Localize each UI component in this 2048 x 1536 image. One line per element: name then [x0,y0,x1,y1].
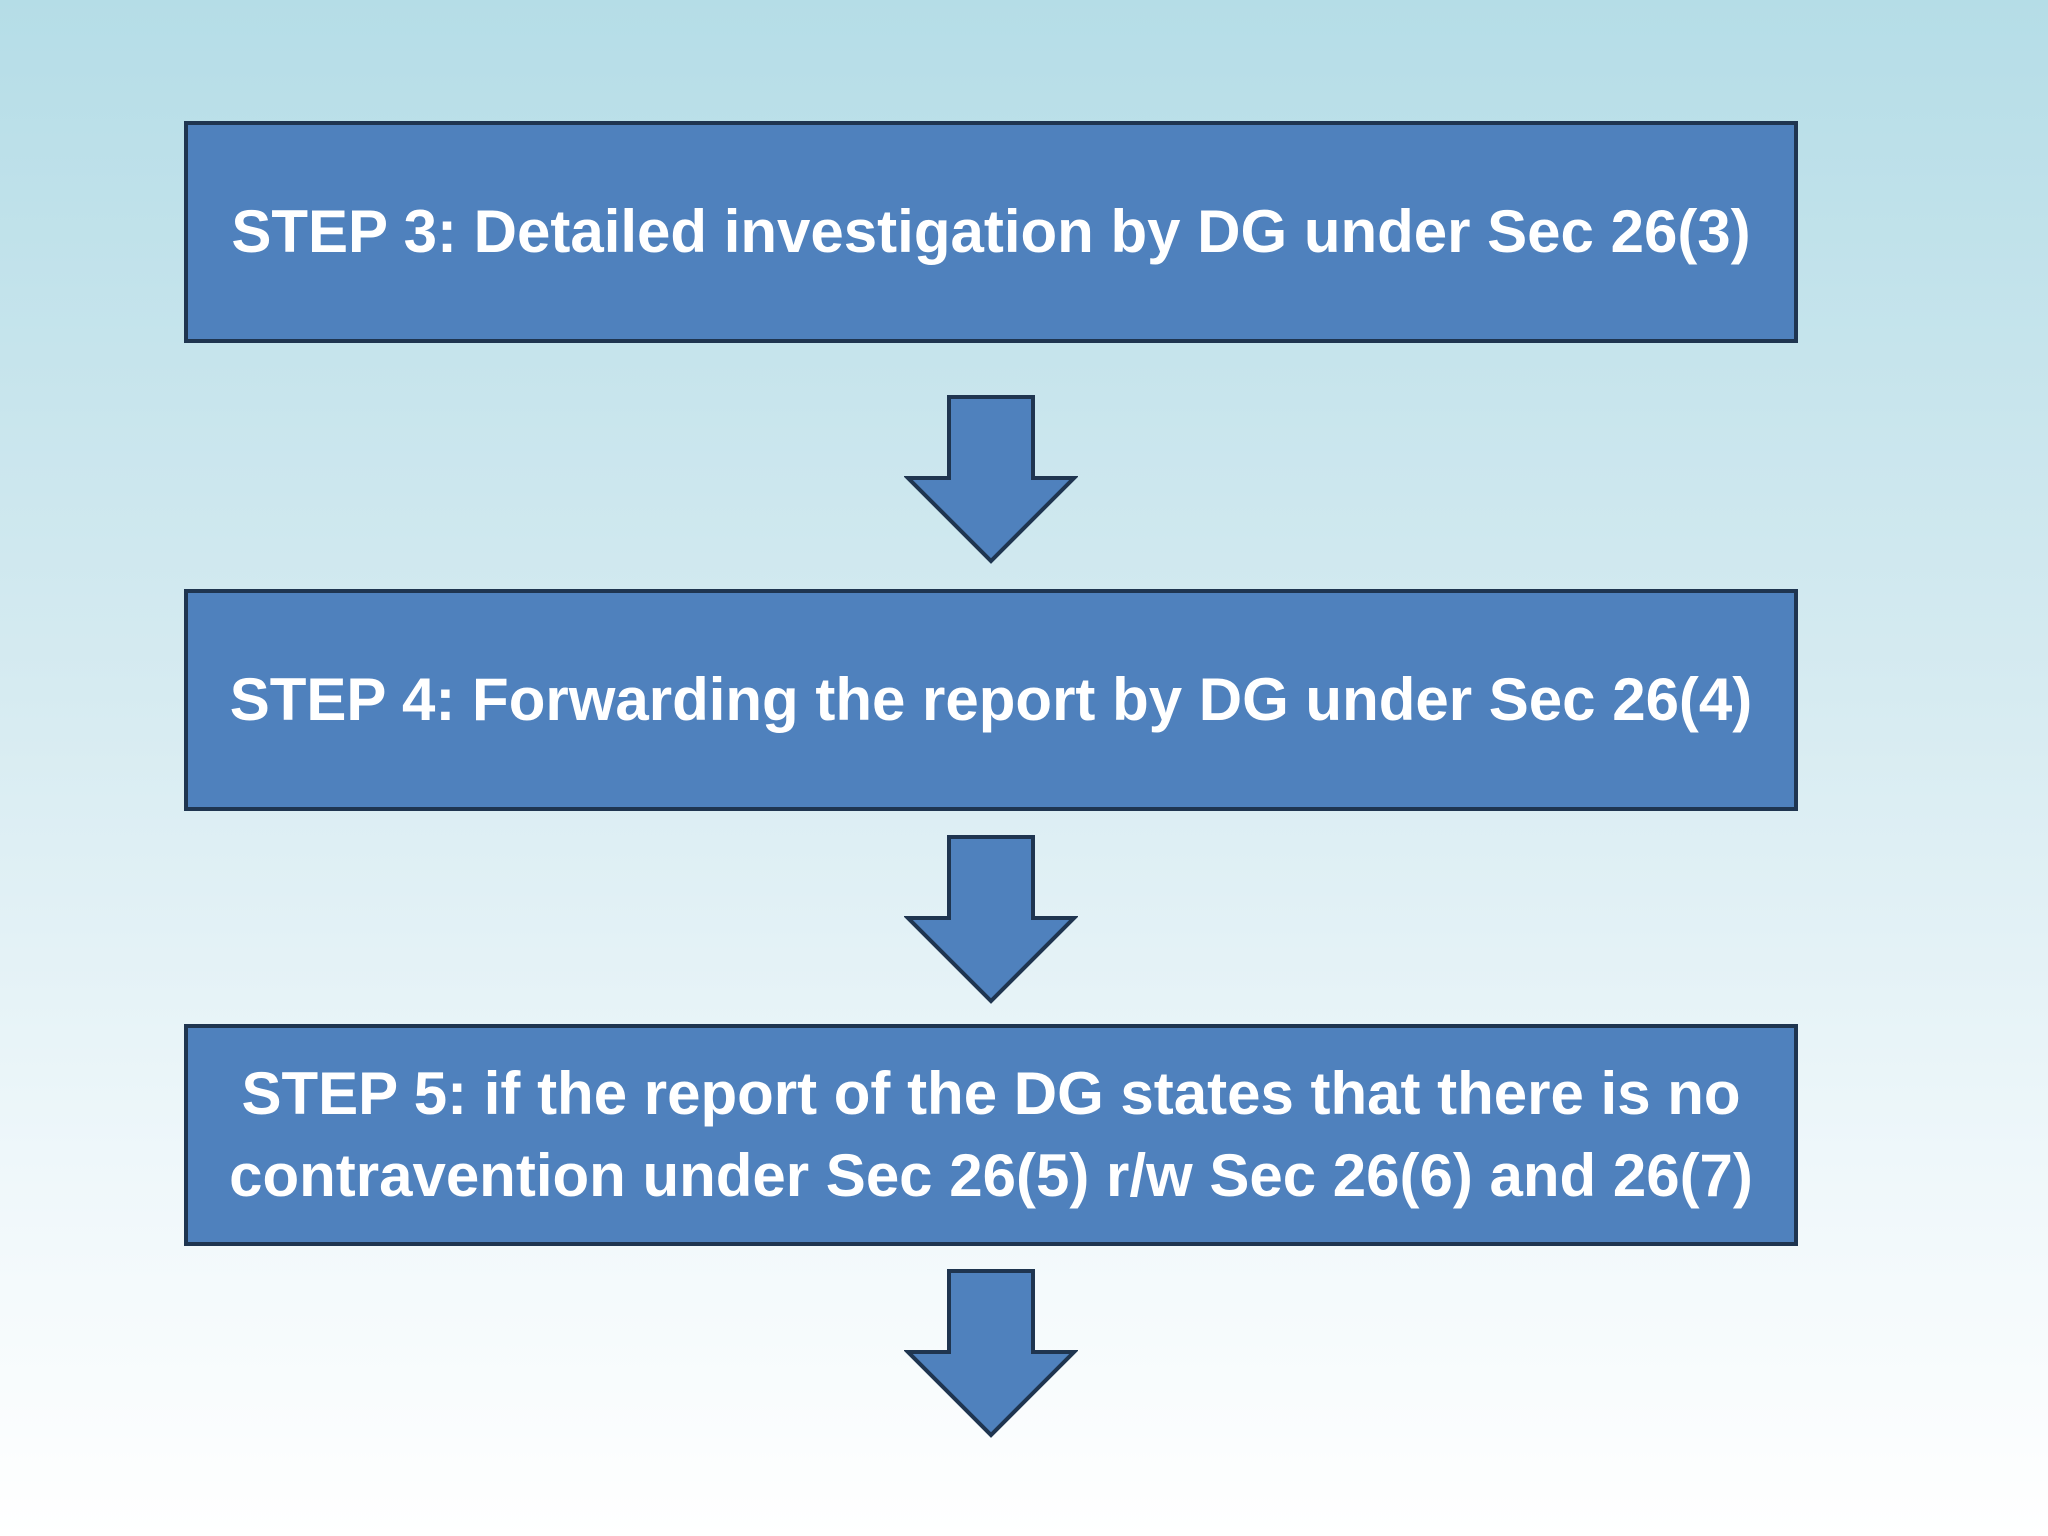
step-5-label: STEP 5: if the report of the DG states t… [229,1060,1753,1209]
step-3-label: STEP 3: Detailed investigation by DG und… [231,198,1751,265]
down-arrow-icon [904,395,1078,564]
down-arrow-icon [904,835,1078,1004]
step-3-box: STEP 3: Detailed investigation by DG und… [184,121,1798,343]
down-arrow-icon [904,1269,1078,1438]
step-4-box: STEP 4: Forwarding the report by DG unde… [184,589,1798,811]
step-5-box: STEP 5: if the report of the DG states t… [184,1024,1798,1246]
step-4-label: STEP 4: Forwarding the report by DG unde… [229,666,1753,733]
